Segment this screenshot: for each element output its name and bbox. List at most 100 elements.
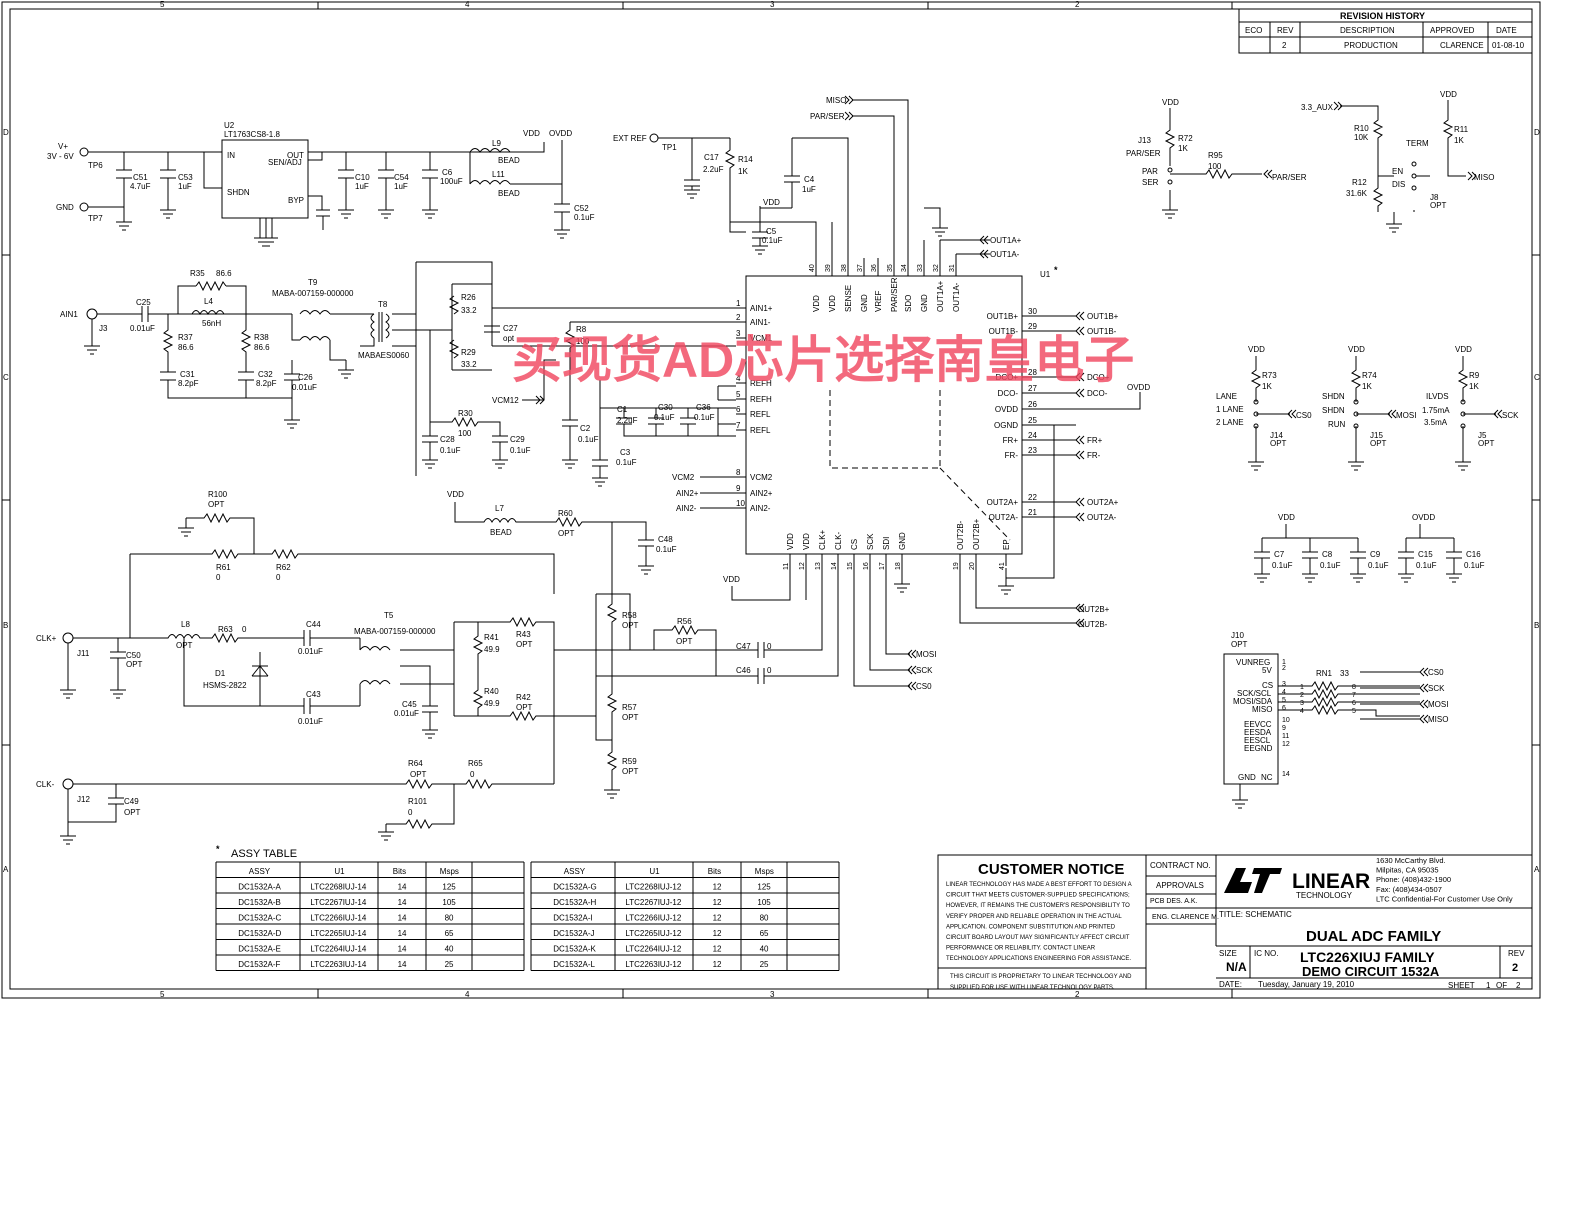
- c6-value: 100uF: [440, 177, 463, 186]
- assy-left-cell-3-2: 14: [398, 929, 407, 938]
- u1-pin-label-26: OVDD: [995, 405, 1018, 414]
- u1-pin-label-15: CS: [850, 539, 859, 550]
- assy-star: *: [216, 844, 220, 854]
- u1-chip: [745, 275, 1023, 555]
- assy-right-cell-3-2: 12: [713, 929, 722, 938]
- rev-hdr-eco: ECO: [1245, 26, 1262, 35]
- assy-right-cell-0-0: DC1532A-G: [553, 883, 597, 892]
- u1-pin-num-41: 41: [999, 562, 1006, 570]
- u2-pin-sen: SEN/ADJ: [268, 158, 302, 167]
- u1-pin-label-39: VDD: [828, 295, 837, 312]
- bypass-c8-ref: C8: [1322, 550, 1333, 559]
- revision-title: REVISION HISTORY: [1340, 11, 1425, 21]
- u1-pin-num-36: 36: [871, 264, 878, 272]
- border-row-c-right: C: [1534, 373, 1540, 382]
- u1-pin-num-25: 25: [1028, 416, 1037, 425]
- j10-pin-num-3: 3: [1282, 681, 1286, 688]
- u1-pin-label-1: AIN1+: [750, 304, 773, 313]
- r12-value: 31.6K: [1346, 189, 1368, 198]
- sheet-number: 1: [1486, 981, 1491, 990]
- company-address: 1630 McCarthy Blvd.Milpitas, CA 95035Pho…: [1376, 856, 1513, 903]
- c48-ref: C48: [658, 535, 673, 544]
- r8-value: 100: [576, 337, 590, 346]
- r41-value: 49.9: [484, 645, 500, 654]
- j3-label: J3: [99, 324, 108, 333]
- j13-label: PAR/SER: [1126, 149, 1161, 158]
- size-value: N/A: [1226, 960, 1247, 974]
- assy-left-cell-2-1: LTC2266IUJ-14: [310, 914, 366, 923]
- u1-pin-label-9: AIN2+: [750, 489, 773, 498]
- jumpers-section: VDD J13 PAR/SER PAR SER R72 1K R95 100 P…: [1126, 90, 1519, 583]
- border-col-2: 2: [1075, 0, 1080, 9]
- u1-pin-label-2: AIN1-: [750, 318, 771, 327]
- u1-adc-section: U1 * 1AIN1+2AIN1-3VCM14REFH5REFH6REFL7RE…: [672, 235, 1150, 691]
- date-label: DATE:: [1219, 980, 1242, 989]
- r65-value: 0: [470, 770, 475, 779]
- u1-pin-num-23: 23: [1028, 446, 1037, 455]
- notice-line-5: CIRCUIT BOARD LAYOUT MAY SIGNIFICANTLY A…: [946, 935, 1130, 941]
- bypass-c9-value: 0.1uF: [1368, 561, 1389, 570]
- c52-ref: C52: [574, 204, 589, 213]
- c43-ref: C43: [306, 690, 321, 699]
- r72-value: 1K: [1178, 144, 1188, 153]
- rn1-pin-6: 6: [1352, 700, 1356, 707]
- assy-right-cell-5-3: 25: [760, 960, 769, 969]
- notice-title: CUSTOMER NOTICE: [978, 861, 1124, 878]
- border-col-3-bottom: 3: [770, 990, 775, 999]
- vcm2-net: VCM2: [672, 473, 695, 482]
- out1a-plus-net: OUT1A+: [990, 236, 1022, 245]
- c3-ref: C3: [620, 448, 631, 457]
- bypass-c16-value: 0.1uF: [1464, 561, 1485, 570]
- u1-pin-label-24: FR+: [1003, 436, 1019, 445]
- j10-pin-nc: NC: [1261, 773, 1273, 782]
- bypass-c16-ref: C16: [1466, 550, 1481, 559]
- c54-ref: C54: [394, 173, 409, 182]
- contract-label: CONTRACT NO.: [1150, 861, 1211, 870]
- u1-pin-num-8: 8: [736, 468, 741, 477]
- assy-title: ASSY TABLE: [231, 848, 297, 860]
- u1-pin-label-41: EP: [1002, 539, 1011, 550]
- ovdd-bypass-label: OVDD: [1412, 513, 1435, 522]
- r62-value: 0: [276, 573, 281, 582]
- out1a-minus-net: OUT1A-: [990, 250, 1020, 259]
- u2-ref: U2: [224, 121, 235, 130]
- j10-pin-5v: 5V: [1262, 666, 1272, 675]
- date-value: Tuesday, January 19, 2010: [1258, 980, 1355, 989]
- r64-ref: R64: [408, 759, 423, 768]
- u1-pin-label-35: PAR/SER: [890, 277, 899, 312]
- rn1-pin-7: 7: [1352, 692, 1356, 699]
- c28-ref: C28: [440, 435, 455, 444]
- c25-value: 0.01uF: [130, 324, 155, 333]
- j10-net-cs0: CS0: [1428, 668, 1444, 677]
- j10-pin-num-5: 5: [1282, 697, 1286, 704]
- rev-hdr-rev: REV: [1277, 26, 1294, 35]
- c30-value: 0.1uF: [654, 413, 675, 422]
- assy-right-header-0: ASSY: [564, 867, 586, 876]
- c31-ref: C31: [180, 370, 195, 379]
- u1-pin-num-15: 15: [847, 562, 854, 570]
- r73-value: 1K: [1262, 382, 1272, 391]
- tp1-label: TP1: [662, 143, 677, 152]
- assy-right-cell-0-1: LTC2268IUJ-12: [625, 883, 681, 892]
- u1-pin-label-33: GND: [920, 294, 929, 312]
- r64-value: OPT: [410, 770, 427, 779]
- sck-net-right: SCK: [1502, 411, 1519, 420]
- r40-value: 49.9: [484, 699, 500, 708]
- vin-label: V+: [58, 142, 68, 151]
- c44-value: 0.01uF: [298, 647, 323, 656]
- l4-value: 56nH: [202, 319, 221, 328]
- u1-pin-num-3: 3: [736, 329, 741, 338]
- assy-right-cell-3-3: 65: [760, 929, 769, 938]
- r42-value: OPT: [516, 703, 533, 712]
- term-en: EN: [1392, 167, 1403, 176]
- u1-top-pins: 40VDD39VDD38SENSE37GND36VREF35PAR/SER34S…: [809, 264, 961, 312]
- address-line-3: Fax: (408)434-0507: [1376, 885, 1442, 894]
- t9-part: MABA-007159-000000: [272, 289, 354, 298]
- t8-part: MABAES0060: [358, 351, 410, 360]
- c1-value: 2.2uF: [617, 416, 638, 425]
- c1-ref: C1: [617, 405, 628, 414]
- r95-ref: R95: [1208, 151, 1223, 160]
- vdd-rail-label: VDD: [523, 129, 540, 138]
- vdd-c5-label: VDD: [763, 198, 780, 207]
